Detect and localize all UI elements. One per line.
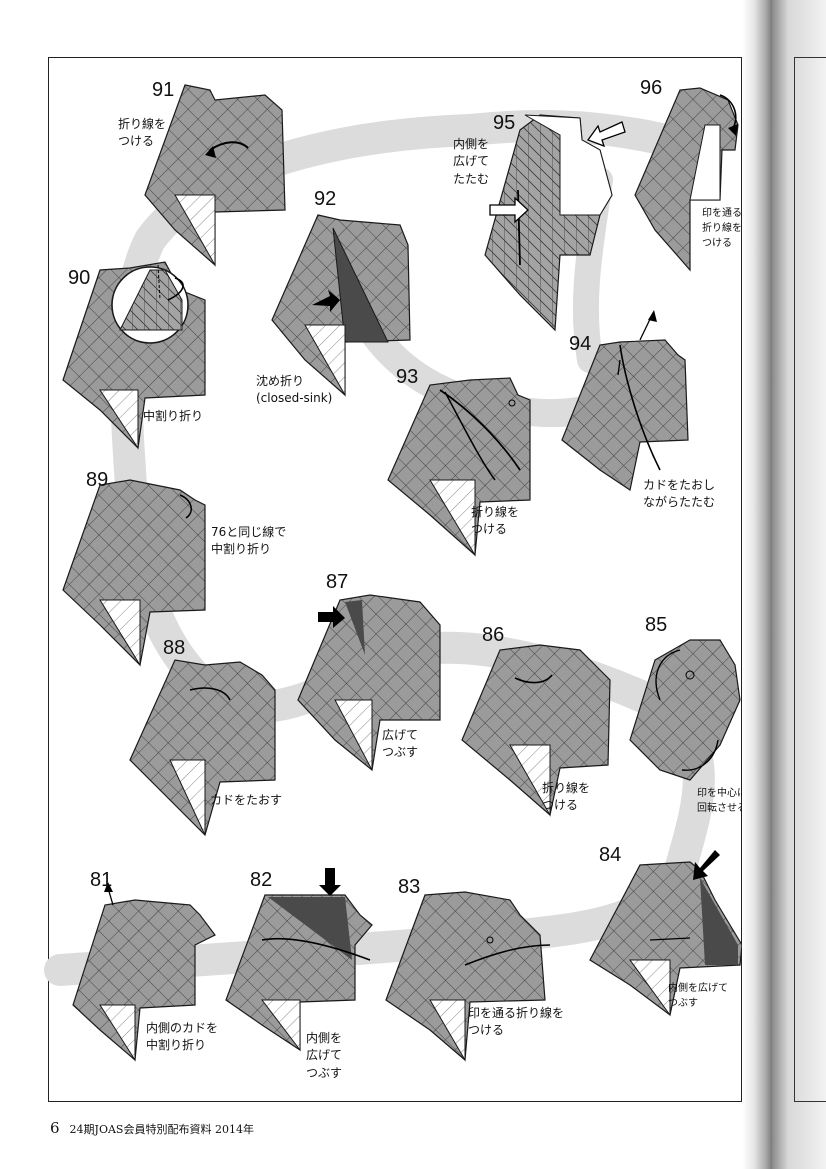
step-number-84: 84: [599, 845, 621, 865]
step-caption-90: 中割り折り: [143, 408, 203, 425]
step-caption-83: 印を通る折り線を つける: [468, 1005, 564, 1040]
step-85-model: [630, 640, 740, 780]
step-caption-92: 沈め折り (closed-sink): [256, 373, 332, 408]
step-caption-81: 内側のカドを 中割り折り: [146, 1020, 218, 1055]
step-caption-93: 折り線を つける: [471, 504, 519, 539]
page-footer: 6 24期JOAS会員特別配布資料 2014年: [50, 1119, 254, 1137]
page-number: 6: [50, 1119, 60, 1137]
step-caption-94: カドをたおし ながらたたむ: [643, 477, 715, 512]
step-caption-86: 折り線を つける: [542, 780, 590, 815]
step-82-model: [226, 868, 372, 1050]
step-number-96: 96: [640, 78, 662, 98]
step-number-89: 89: [86, 470, 108, 490]
step-number-92: 92: [314, 189, 336, 209]
step-caption-96: 印を通る 折り線を つける: [702, 206, 742, 251]
step-number-88: 88: [163, 638, 185, 658]
step-caption-87: 広げて つぶす: [382, 727, 418, 762]
step-caption-91: 折り線を つける: [118, 116, 166, 151]
step-number-83: 83: [398, 877, 420, 897]
step-number-94: 94: [569, 334, 591, 354]
step-number-95: 95: [493, 113, 515, 133]
step-caption-82: 内側を 広げて つぶす: [306, 1030, 342, 1082]
step-caption-85: 印を中心に 回転させる: [697, 786, 747, 816]
book-page: 91 92 95 96 90 94 93 89 87 88 86 85 84 8…: [0, 0, 772, 1169]
step-caption-95: 内側を 広げて たたむ: [453, 136, 489, 188]
footer-publication-text: 24期JOAS会員特別配布資料 2014年: [70, 1123, 254, 1136]
step-number-93: 93: [396, 367, 418, 387]
origami-diagram-artwork: [0, 0, 772, 1169]
book-gutter-shadow: [742, 0, 772, 1169]
step-number-90: 90: [68, 268, 90, 288]
step-number-81: 81: [90, 870, 112, 890]
step-number-87: 87: [326, 572, 348, 592]
step-number-85: 85: [645, 615, 667, 635]
step-number-82: 82: [250, 870, 272, 890]
step-87-model: [298, 595, 440, 770]
step-number-91: 91: [152, 80, 174, 100]
step-caption-88: カドをたおす: [210, 792, 282, 809]
facing-page-frame: [794, 57, 826, 1102]
step-caption-89: 76と同じ線で 中割り折り: [211, 524, 286, 559]
step-number-86: 86: [482, 625, 504, 645]
step-caption-84: 内側を広げて つぶす: [668, 981, 728, 1011]
